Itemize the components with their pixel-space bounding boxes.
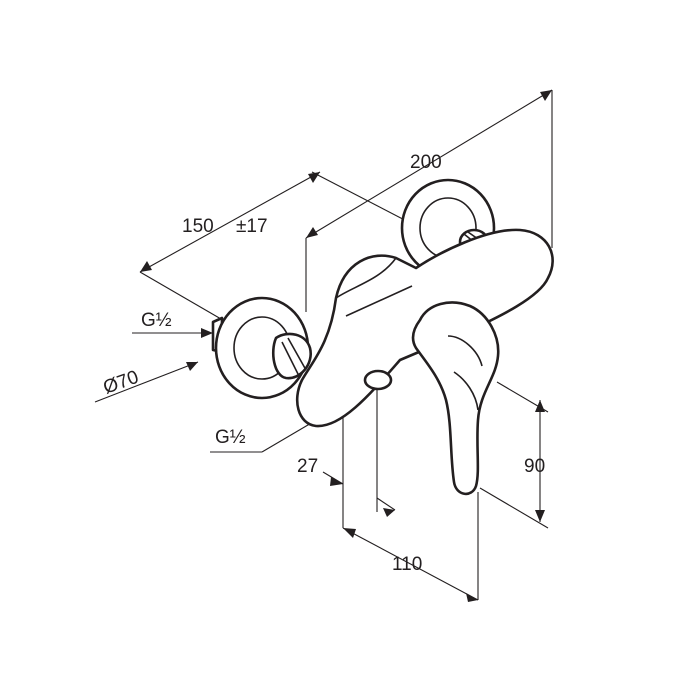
- label-200: 200: [410, 152, 442, 173]
- label-110: 110: [392, 554, 422, 575]
- left-rosette: [211, 296, 312, 400]
- label-diameter-70: Ø70: [101, 367, 142, 399]
- label-tolerance-17: ±17: [236, 216, 268, 237]
- faucet-drawing: [211, 178, 554, 496]
- dimension-labels: 200 150 ±17 G½ Ø70 G½ 27 90 110: [101, 152, 546, 575]
- label-27: 27: [297, 456, 318, 477]
- label-thread-bottom: G½: [215, 427, 246, 448]
- label-90: 90: [524, 456, 545, 477]
- label-thread-top: G½: [141, 310, 172, 331]
- lever-handle: [411, 301, 500, 496]
- dimension-lines: [94, 89, 553, 601]
- label-150: 150: [182, 216, 214, 237]
